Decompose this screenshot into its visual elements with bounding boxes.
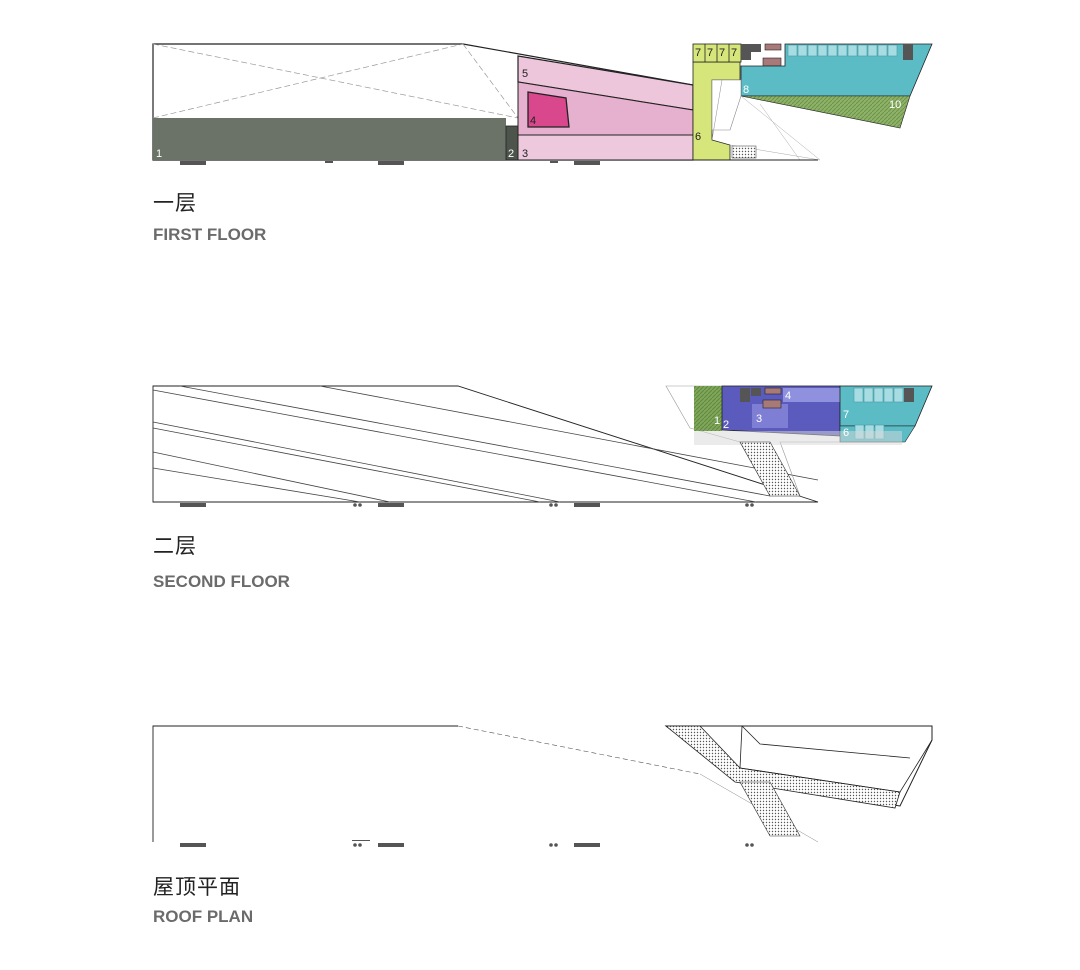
second-floor-title-en: SECOND FLOOR bbox=[153, 572, 290, 591]
label-7a: 7 bbox=[695, 47, 701, 59]
label-6: 6 bbox=[695, 131, 701, 143]
x-line bbox=[152, 43, 519, 119]
roof-plan bbox=[0, 710, 1080, 860]
label-5: 5 bbox=[522, 68, 528, 80]
label-4: 4 bbox=[785, 390, 791, 402]
second-floor-plan: 1 2 3 4 6 7 bbox=[0, 370, 1080, 520]
room-1 bbox=[694, 386, 722, 431]
label-1: 1 bbox=[714, 415, 720, 427]
second-floor-outline bbox=[152, 385, 819, 503]
label-7c: 7 bbox=[719, 47, 725, 59]
room-3 bbox=[517, 134, 694, 161]
label-7: 7 bbox=[843, 409, 849, 421]
roof-plan-title-en: ROOF PLAN bbox=[153, 907, 254, 926]
second-floor-drawing: 1 2 3 4 6 7 bbox=[152, 385, 933, 507]
room-4 bbox=[527, 91, 570, 128]
first-floor-title-cn: 一层 bbox=[153, 191, 197, 215]
room-10 bbox=[740, 95, 911, 129]
ramp bbox=[739, 441, 801, 497]
roof-band bbox=[664, 725, 901, 809]
first-floor-title-en: FIRST FLOOR bbox=[153, 225, 267, 244]
label-8: 8 bbox=[743, 84, 749, 96]
label-3: 3 bbox=[522, 148, 528, 160]
label-3: 3 bbox=[756, 413, 762, 425]
label-7b: 7 bbox=[707, 47, 713, 59]
second-floor-title-cn: 二层 bbox=[153, 534, 197, 558]
label-10: 10 bbox=[889, 99, 901, 111]
roof-plan-title-cn: 屋顶平面 bbox=[153, 875, 241, 899]
label-1: 1 bbox=[156, 148, 162, 160]
x-line bbox=[462, 43, 519, 119]
label-7d: 7 bbox=[731, 47, 737, 59]
room-1 bbox=[153, 118, 506, 160]
roof-plan-drawing bbox=[152, 725, 933, 847]
label-2: 2 bbox=[508, 148, 514, 160]
roof-outline bbox=[152, 725, 458, 842]
room-4 bbox=[783, 388, 840, 402]
first-floor-plan: 1 2 3 4 5 6 7 7 7 7 8 10 bbox=[0, 0, 1080, 180]
first-floor-drawing: 1 2 3 4 5 6 7 7 7 7 8 10 bbox=[152, 43, 933, 165]
label-6: 6 bbox=[843, 427, 849, 439]
x-line bbox=[152, 43, 464, 119]
ramp bbox=[739, 781, 801, 837]
core bbox=[741, 44, 751, 60]
label-4: 4 bbox=[530, 115, 536, 127]
label-2: 2 bbox=[723, 419, 729, 431]
